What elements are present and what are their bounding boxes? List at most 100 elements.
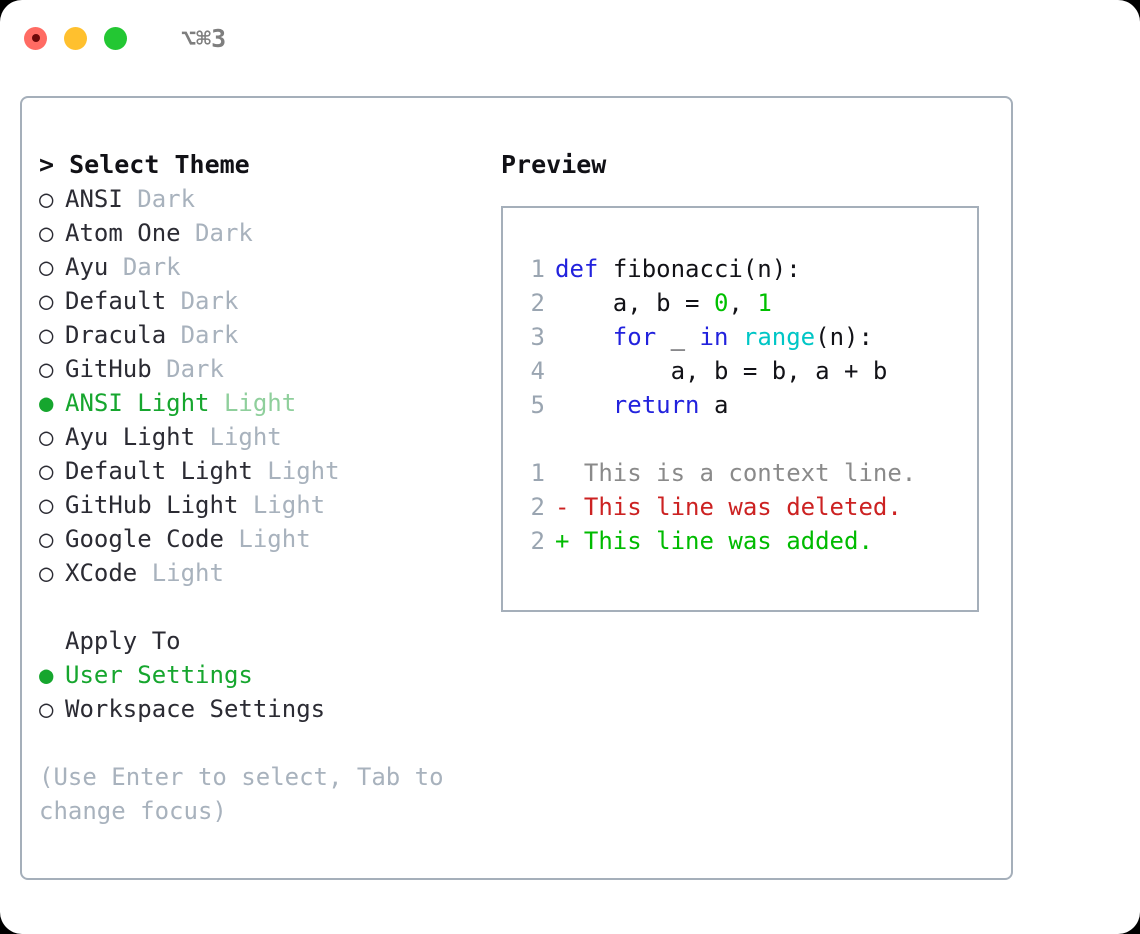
theme-option[interactable]: ○ ANSI Dark	[39, 182, 499, 216]
theme-option-name: ANSI	[65, 185, 123, 213]
radio-unselected-icon: ○	[39, 321, 54, 349]
theme-option-name: Default Light	[65, 457, 253, 485]
theme-option[interactable]: ○GitHub Dark	[39, 352, 499, 386]
code-line: 4 a, b = b, a + b	[519, 354, 977, 388]
theme-option-category: Dark	[180, 287, 239, 315]
radio-selected-icon: ●	[39, 389, 54, 417]
code-token: _	[656, 323, 700, 351]
code-token: a, b = b, a + b	[555, 357, 888, 385]
diff-marker	[555, 459, 584, 487]
apply-to-option[interactable]: ● User Settings	[39, 658, 499, 692]
theme-option-name: GitHub	[65, 355, 152, 383]
select-theme-header: > Select Theme	[39, 150, 250, 179]
maximize-button[interactable]	[104, 26, 127, 50]
line-number: 2	[530, 527, 545, 555]
diff-marker: +	[555, 527, 584, 555]
theme-option-name: Ayu Light	[65, 423, 196, 451]
code-line: 3 for _ in range(n):	[519, 320, 977, 354]
code-token: (n):	[815, 323, 873, 351]
line-number: 2	[530, 493, 545, 521]
diff-marker: -	[555, 493, 584, 521]
diff-text: - This line was deleted.	[545, 490, 902, 524]
theme-option-name: Atom One	[65, 219, 181, 247]
theme-option[interactable]: ○Dracula Dark	[39, 318, 499, 352]
code-token: for	[612, 323, 657, 351]
theme-option-category: Light	[252, 491, 326, 519]
theme-option[interactable]: ○ Atom One Dark	[39, 216, 499, 250]
theme-list: ○ANSI Dark○Atom One Dark○Ayu Dark○Defaul…	[39, 182, 499, 590]
title-bar: ⌥⌘3	[0, 0, 1140, 76]
spacer	[224, 522, 238, 556]
theme-option-category: Dark	[195, 219, 253, 247]
apply-to-option-name: Workspace Settings	[65, 695, 326, 723]
spacer	[152, 352, 166, 386]
line-number: 1	[530, 459, 545, 487]
line-number: 3	[530, 323, 545, 351]
diff-text: + This line was added.	[545, 524, 873, 558]
theme-option-category: Light	[151, 559, 224, 587]
main-panel: > Select Theme ○ANSI Dark○Atom One Dark○…	[20, 96, 1013, 880]
theme-option[interactable]: ○ Google Code Light	[39, 522, 499, 556]
code-token	[728, 323, 742, 351]
theme-option[interactable]: ○Ayu Dark	[39, 250, 499, 284]
diff-text: This is a context line.	[545, 456, 916, 490]
code-token: fibonacci(n):	[612, 255, 801, 283]
theme-option[interactable]: ○Default Dark	[39, 284, 499, 318]
diff-content: This is a context line.	[583, 459, 917, 487]
theme-option[interactable]: ○ GitHub Light Light	[39, 488, 499, 522]
code-text: a, b = b, a + b	[545, 354, 888, 388]
apply-to-list: ● User Settings ○ Workspace Settings	[39, 658, 499, 726]
close-button[interactable]	[24, 26, 47, 50]
radio-unselected-icon: ○	[39, 695, 54, 723]
theme-option-name: ANSI Light	[65, 389, 210, 417]
radio-unselected-icon: ○	[39, 423, 54, 451]
line-number: 4	[530, 357, 545, 385]
theme-option-name: Dracula	[65, 321, 167, 349]
spacer	[253, 454, 267, 488]
minimize-button[interactable]	[64, 26, 87, 50]
code-token: a	[699, 391, 729, 419]
radio-unselected-icon: ○	[39, 559, 54, 587]
theme-option-name: Default	[65, 287, 167, 315]
spacer	[166, 318, 180, 352]
code-text: return a	[545, 388, 729, 422]
line-number: 5	[530, 391, 545, 419]
apply-to-option-name: User Settings	[65, 661, 253, 689]
radio-unselected-icon: ○	[39, 491, 54, 519]
theme-option-category: Light	[209, 423, 282, 451]
theme-option-category: Light	[238, 525, 311, 553]
radio-selected-icon: ●	[39, 661, 54, 689]
diff-line: 2- This line was deleted.	[519, 490, 977, 524]
apply-to-option[interactable]: ○ Workspace Settings	[39, 692, 499, 726]
theme-option-name: GitHub Light	[65, 491, 239, 519]
traffic-lights	[24, 26, 127, 50]
code-token: def	[555, 255, 599, 283]
theme-option[interactable]: ●ANSI Light Light	[39, 386, 499, 420]
code-token: 0	[713, 289, 729, 317]
spacer	[123, 182, 137, 216]
radio-unselected-icon: ○	[39, 219, 54, 247]
theme-option-name: XCode	[65, 559, 138, 587]
theme-option[interactable]: ○Default Light Light	[39, 454, 499, 488]
spacer	[166, 284, 180, 318]
theme-option[interactable]: ○ XCode Light	[39, 556, 499, 590]
theme-option[interactable]: ○ Ayu Light Light	[39, 420, 499, 454]
theme-option-category: Dark	[137, 185, 196, 213]
line-number: 1	[530, 255, 545, 283]
radio-unselected-icon: ○	[39, 253, 54, 281]
radio-unselected-icon: ○	[39, 185, 54, 213]
diff-line: 1 This is a context line.	[519, 456, 977, 490]
code-line: 5 return a	[519, 388, 977, 422]
spacer	[108, 250, 122, 284]
theme-option-name: Google Code	[65, 525, 224, 553]
code-token: a, b =	[555, 289, 714, 317]
code-text: def fibonacci(n):	[545, 252, 801, 286]
code-token	[555, 391, 613, 419]
code-text: a, b = 0, 1	[545, 286, 772, 320]
radio-unselected-icon: ○	[39, 525, 54, 553]
code-token	[555, 323, 613, 351]
